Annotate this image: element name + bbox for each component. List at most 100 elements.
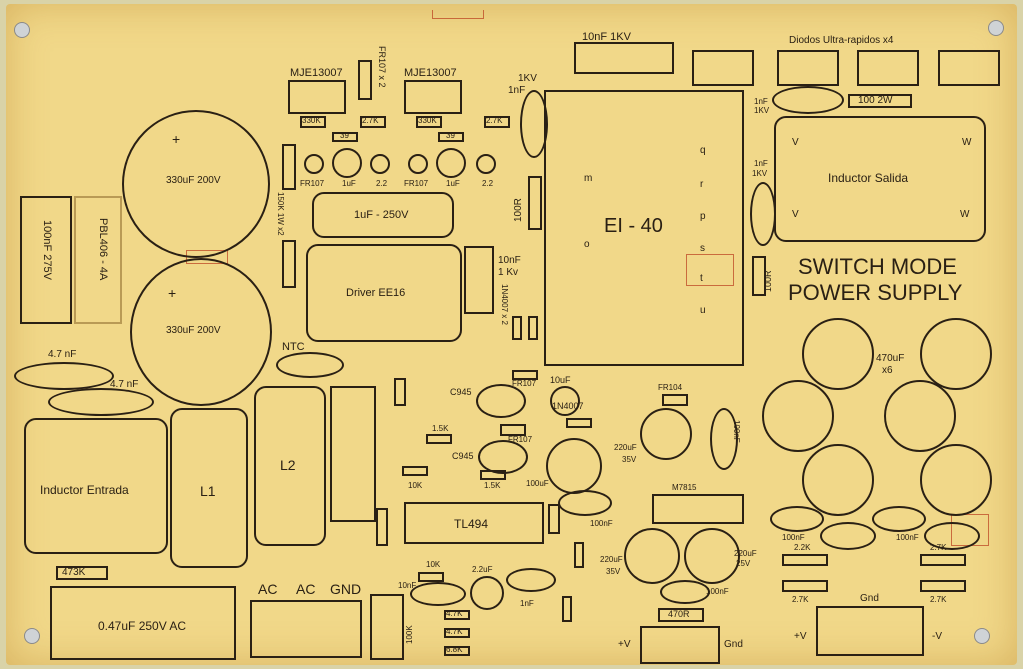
capacitor-10nf-1kv: [574, 42, 674, 74]
capacitor-4-7nf: [48, 388, 154, 416]
diode-label: FR107: [300, 179, 325, 188]
trace: [432, 10, 484, 19]
connector-label: -V: [932, 631, 942, 642]
cap-label: 220uF: [600, 555, 623, 564]
cap-label: 1nF: [508, 85, 526, 96]
resistor-label: 1.5K: [484, 481, 501, 490]
transistor-label: C945: [450, 387, 472, 397]
capacitor-100nf: [710, 408, 738, 470]
capacitor-1nf: [772, 86, 844, 114]
resistor-100-2w: [848, 94, 912, 108]
resistor: [444, 646, 470, 656]
cap-label: 100nF: [706, 587, 729, 596]
transformer-label: EI - 40: [604, 215, 663, 237]
capacitor-2-2uf: [470, 576, 504, 610]
diode-label: 1N4007 x 2: [500, 284, 509, 325]
capacitor-1nf: [520, 90, 548, 158]
transformer-pin: r: [700, 179, 704, 190]
resistor: [444, 628, 470, 638]
output-connector: [640, 626, 720, 664]
inductor-label: L2: [280, 457, 296, 473]
bridge-rectifier: [74, 196, 122, 324]
diode-fr107: [304, 154, 324, 174]
ic-tl494: [404, 502, 544, 544]
resistor: [480, 470, 506, 480]
capacitor-220uf: [684, 528, 740, 584]
bridge-label: PBL406 - 4A: [97, 218, 109, 281]
cap-label: 100nF 275V: [41, 220, 53, 280]
resistor-473k: [56, 566, 108, 580]
capacitor-470uf: [762, 380, 834, 452]
driver-label: Driver EE16: [346, 287, 406, 299]
transformer-pin: m: [584, 173, 593, 184]
capacitor-1nf: [506, 568, 556, 592]
cap-label: 100nF: [896, 533, 919, 542]
connector-label: AC: [296, 581, 316, 597]
resistor-label: 470R: [668, 609, 690, 619]
trace: [686, 254, 734, 286]
polarity-mark: +: [172, 131, 181, 147]
capacitor-100nf-275v: [20, 196, 72, 324]
cap-label: 220uF: [614, 443, 637, 452]
diode-label: FR107: [512, 379, 537, 388]
connector-label: +V: [618, 639, 631, 650]
capacitor-470uf: [802, 318, 874, 390]
capacitor-470uf: [920, 318, 992, 390]
resistor-label: 100R: [513, 198, 524, 222]
connector-label: +V: [794, 631, 807, 642]
resistor: [438, 132, 464, 142]
resistor-150k: [282, 144, 296, 190]
resistor-label: 100 2W: [858, 95, 893, 106]
diode-label: FR107: [508, 435, 533, 444]
resistor-100k: [370, 594, 404, 660]
diode-fr107: [408, 154, 428, 174]
input-inductor: [24, 418, 168, 554]
diode-fr107: [512, 370, 538, 380]
cap-label: 4.7 nF: [48, 349, 77, 360]
cap-label: 100nF: [732, 420, 741, 443]
resistor-100r: [528, 176, 542, 230]
capacitor-100nf: [820, 522, 876, 550]
ac-input-connector: [250, 600, 362, 658]
cap-label: 35V: [622, 455, 637, 464]
cap-label: x6: [882, 365, 893, 376]
zener: [370, 154, 390, 174]
resistor: [282, 240, 296, 288]
cap-label: 1uF: [342, 179, 356, 188]
capacitor-100nf: [872, 506, 926, 532]
capacitor-1uf-250v: [312, 192, 454, 238]
capacitor-470uf: [920, 444, 992, 516]
capacitor-1nf: [750, 182, 776, 246]
inductor-label: L1: [200, 483, 216, 499]
diode: [692, 50, 754, 86]
resistor-label: 6.8K: [446, 645, 463, 654]
capacitor-0-47uf: [50, 586, 236, 660]
transistor-label: MJE13007: [404, 67, 457, 79]
capacitor-10nf: [410, 582, 466, 606]
diode-fr104: [662, 394, 688, 406]
resistor-label: 100R: [763, 270, 773, 292]
diode-fr107: [500, 424, 526, 436]
cap-label: 35V: [606, 567, 621, 576]
mounting-hole: [988, 20, 1004, 36]
capacitor-470uf: [802, 444, 874, 516]
resistor-470r: [658, 608, 704, 622]
regulator-label: M7815: [672, 483, 697, 492]
capacitor-220uf: [640, 408, 692, 460]
inductor-l2: [254, 386, 326, 546]
cap-label: 100nF: [590, 519, 613, 528]
connector-label: Gnd: [724, 639, 743, 650]
inductor-label: Inductor Salida: [828, 171, 909, 185]
inductor-pin: W: [962, 137, 972, 148]
output-connector: [816, 606, 924, 656]
capacitor-10nf: [464, 246, 494, 314]
diode-label: FR107: [404, 179, 429, 188]
mounting-hole: [14, 22, 30, 38]
transistor-c945: [478, 440, 528, 474]
resistor: [426, 434, 452, 444]
cap-label: 1KV: [518, 73, 537, 84]
cap-label: 1nF: [754, 159, 768, 168]
resistor: [418, 572, 444, 582]
capacitor-label: 10nF 1KV: [582, 31, 631, 43]
capacitor-1uf: [436, 148, 466, 178]
